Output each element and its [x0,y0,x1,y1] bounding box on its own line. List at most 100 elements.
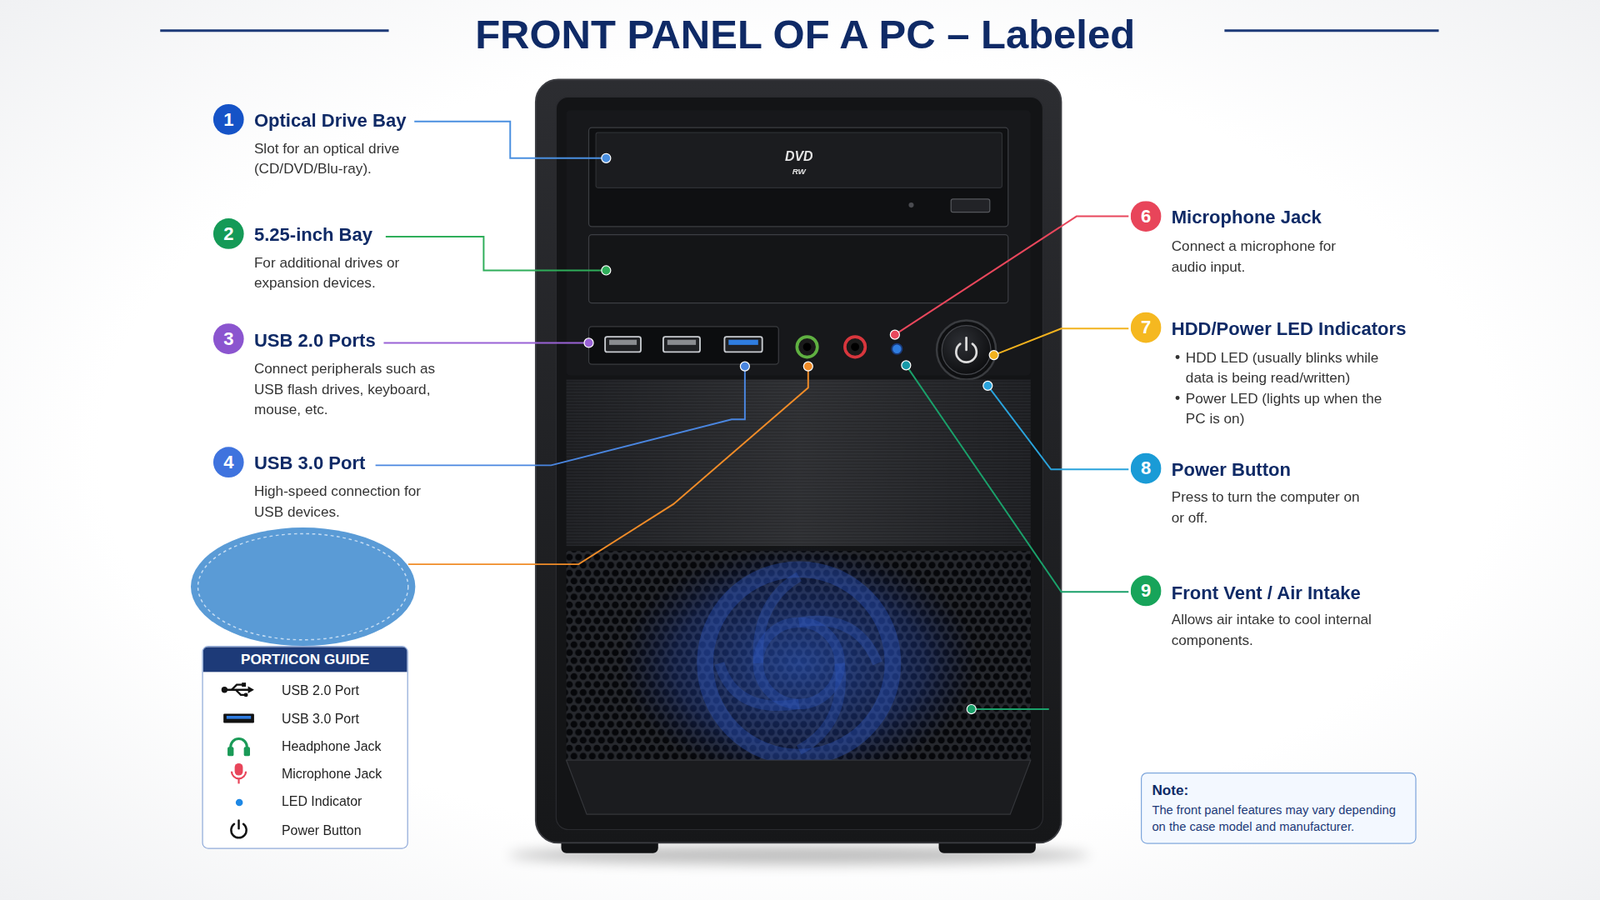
pc-case-part [589,127,1009,227]
legend-swatch [235,799,244,807]
leader-lines-part [385,236,606,270]
pc-case-part [796,336,817,357]
leader-lines [375,121,1130,710]
legend-icon-part-part [235,690,245,695]
leader-dot-part [740,361,750,371]
pc-case-part [950,199,990,213]
legend-heading: PORT/ICON GUIDE [203,646,408,671]
legend-row: LED Indicator [203,792,408,811]
drive-logo: DVD [758,150,840,165]
legend-text: Microphone Jack [281,765,382,784]
part-heading: USB 2.0 Ports [254,330,376,353]
leader-dot-part [584,338,594,348]
legend-icon-part [231,771,246,780]
pc-case-part [908,202,914,208]
leader-lines-part [414,121,606,159]
part-description: For additional drives or expansion devic… [254,251,428,293]
pc-case-part [566,380,1031,547]
legend-text: Headphone Jack [281,737,381,756]
part-heading: USB 3.0 Port [254,451,366,475]
pc-case-part [535,80,1062,844]
leader-dot-part [989,350,999,360]
leader-lines-part [408,366,809,565]
leader-dot-part [901,360,911,370]
pc-case-part [891,344,902,355]
leader-lines-part [987,385,1129,470]
legend-icon-part [237,778,240,784]
title-rule-part [1224,29,1439,32]
pc-case-part [719,576,878,750]
part-bullet: HDD LED (usually blinks while data is be… [1173,346,1404,388]
leader-dot-part [890,330,900,340]
leader-dot-part [983,380,993,390]
fabric-patch-part [198,533,409,640]
legend-ground [201,645,408,850]
pc-case-part [705,569,893,757]
callout-number: 7 [1130,312,1162,344]
part-description: High-speed connection for USB devices. [254,480,449,522]
pc-case-part [728,340,759,345]
legend-ground-part [201,645,408,850]
leader-lines-part [375,366,745,466]
leader-lines-part [971,708,1050,710]
legend-icon-part [244,746,250,756]
pc-case-part [555,96,1043,830]
part-description: Allows air intake to cool internal compo… [1171,609,1427,650]
part-heading: HDD/Power LED Indicators [1171,317,1407,340]
fabric-patch-part [190,527,415,646]
legend-text: Power Button [281,821,362,840]
legend-icon-part [226,715,251,720]
part-description: Connect peripherals such as USB flash dr… [254,358,459,420]
pc-case-part [609,340,637,345]
legend-icon-part [227,746,234,756]
part-description: Press to turn the computer on or off. [1171,486,1371,528]
part-description: Slot for an optical drive (CD/DVD/Blu-ra… [254,137,433,179]
pc-case-part [965,337,968,350]
leader-lines-part [383,341,589,344]
legend-row: USB 3.0 Port [203,710,408,729]
part-heading: 5.25-inch Bay [254,223,373,246]
part-heading: Front Vent / Air Intake [1171,581,1361,605]
pc-case-part [724,336,762,352]
pc-case-part [758,622,840,705]
diagram-title: FRONT PANEL OF A PC – Labeled [475,9,1135,59]
leader-dot-part [803,361,813,371]
legend-box: PORT/ICON GUIDE USB 2.0 PortUSB 3.0 PortH… [201,645,408,850]
legend-icon-part-part [231,685,243,690]
pc-case-part [605,336,641,352]
leader-dot-part [601,265,611,275]
pc-case-part [566,380,1031,547]
pc-case-part [566,110,1031,375]
leader-dot-part [601,153,611,163]
part-description: Connect a microphone for audio input. [1171,235,1361,277]
legend-icon-part [248,685,255,694]
legend-icon-part [223,714,255,724]
pc-case-part [845,336,865,357]
note-box: Note:The front panel features may vary d… [1140,772,1417,845]
legend-icon-part [235,763,244,776]
leader-dot-part [966,705,976,715]
pc-case-part [595,132,1002,188]
legend-row: USB 2.0 Port [203,681,408,700]
legend-icon [221,682,255,838]
legend-row: Power Button [203,821,408,840]
legend-text: USB 3.0 Port [281,710,360,729]
leader-lines-part [905,365,1129,592]
leader-lines-part [895,216,1129,335]
part-heading: Power Button [1171,458,1291,481]
leader-dot [584,153,999,714]
legend-icon-part [241,682,246,687]
pc-case-part [566,760,1031,815]
pc-case-part [941,325,991,375]
pc-case-part [620,545,978,781]
callout-number: 4 [213,446,245,478]
part-heading: Optical Drive Bay [254,109,407,132]
callout-number: 9 [1130,575,1162,607]
pc-case-part [667,340,696,345]
legend-icon-part [244,692,249,697]
pc-case-part [850,342,860,351]
pc-case-part [589,235,1009,304]
legend-row: Headphone Jack [203,737,408,756]
legend-icon-part [237,820,240,829]
